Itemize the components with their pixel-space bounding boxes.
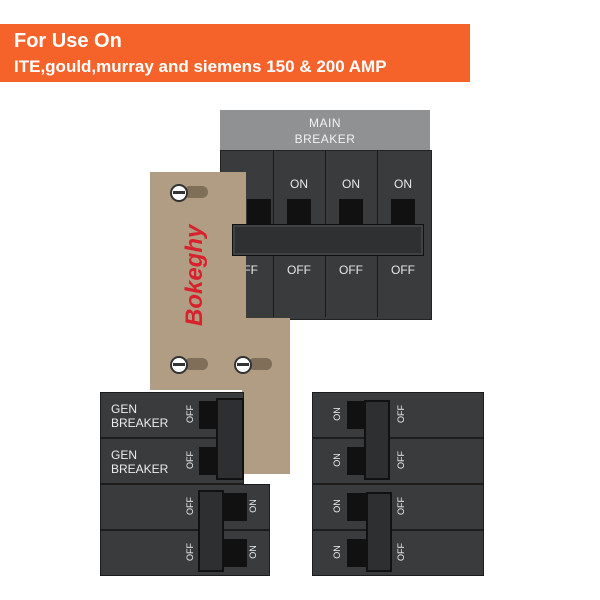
branch-breaker-right-2: ON OFF	[312, 438, 484, 484]
screw-icon	[170, 184, 188, 202]
product-banner: For Use On ITE,gould,murray and siemens …	[0, 24, 470, 82]
pole-on-label: ON	[290, 177, 308, 191]
breaker-off-label: OFF	[185, 543, 195, 561]
breaker-label: GEN BREAKER	[111, 448, 169, 476]
pole-off-label: OFF	[339, 263, 363, 277]
main-breaker-header: MAIN BREAKER	[220, 110, 430, 150]
branch-breaker-handle	[364, 400, 390, 480]
pole-off-label: OFF	[287, 263, 311, 277]
breaker-off-label: OFF	[396, 543, 406, 561]
brand-logo: Bokeghy	[181, 224, 208, 326]
breaker-on-label: ON	[332, 453, 342, 467]
pole-switch	[339, 199, 363, 225]
pole-switch	[391, 199, 415, 225]
screw-icon	[234, 356, 252, 374]
branch-breaker-right-4: ON OFF	[312, 530, 484, 576]
interlock-plate-lower	[150, 318, 290, 390]
breaker-on-label: ON	[248, 545, 258, 559]
branch-breaker-handle	[198, 490, 224, 572]
banner-title: For Use On	[14, 30, 122, 52]
main-breaker-tie-bar	[232, 224, 424, 256]
breaker-on-label: ON	[332, 545, 342, 559]
pole-switch	[287, 199, 311, 225]
pole-switch	[247, 199, 271, 225]
branch-breaker-left-4: OFF ON	[100, 530, 270, 576]
breaker-off-label: OFF	[185, 451, 195, 469]
gen-breaker-handle	[216, 398, 244, 480]
breaker-on-label: ON	[332, 499, 342, 513]
breaker-off-label: OFF	[396, 497, 406, 515]
main-breaker-pole-3: ON OFF	[325, 151, 376, 317]
breaker-label: GEN BREAKER	[111, 402, 169, 430]
breaker-switch	[223, 493, 247, 521]
breaker-off-label: OFF	[396, 451, 406, 469]
pole-on-label: ON	[394, 177, 412, 191]
pole-on-label: ON	[342, 177, 360, 191]
breaker-on-label: ON	[332, 407, 342, 421]
breaker-off-label: OFF	[185, 497, 195, 515]
plate-slot	[184, 186, 208, 198]
breaker-switch	[223, 539, 247, 567]
plate-slot	[248, 358, 272, 370]
breaker-off-label: OFF	[185, 405, 195, 423]
main-breaker-label-line1: MAIN	[309, 116, 341, 130]
screw-icon	[170, 356, 188, 374]
branch-breaker-handle	[366, 492, 392, 572]
breaker-on-label: ON	[248, 499, 258, 513]
banner-compatibility: ITE,gould,murray and siemens 150 & 200 A…	[14, 57, 387, 76]
branch-breaker-right-3: ON OFF	[312, 484, 484, 530]
plate-slot	[184, 358, 208, 370]
interlock-plate-tail	[242, 388, 290, 474]
main-breaker-label-line2: BREAKER	[294, 132, 356, 146]
pole-off-label: OFF	[391, 263, 415, 277]
branch-breaker-left-3: OFF ON	[100, 484, 270, 530]
branch-breaker-right-1: ON OFF	[312, 392, 484, 438]
breaker-off-label: OFF	[396, 405, 406, 423]
